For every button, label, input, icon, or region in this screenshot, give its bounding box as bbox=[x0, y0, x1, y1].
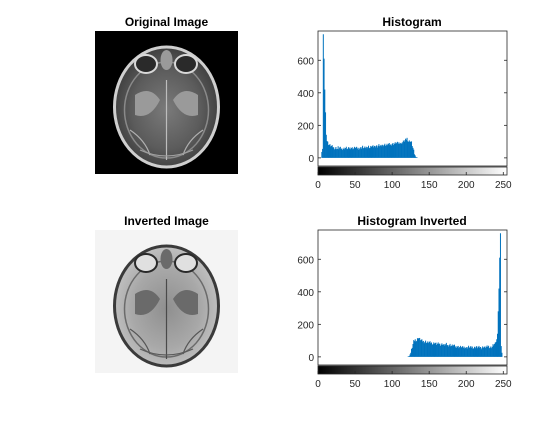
grayscale-colorbar bbox=[318, 366, 507, 374]
panel-title-histogram: Histogram bbox=[382, 15, 441, 29]
x-tick-label: 150 bbox=[421, 379, 438, 390]
original-mri-image bbox=[95, 31, 238, 174]
x-tick-label: 0 bbox=[315, 379, 321, 390]
y-tick-label: 400 bbox=[297, 288, 314, 299]
x-tick-label: 200 bbox=[458, 180, 475, 191]
x-tick-label: 250 bbox=[495, 180, 512, 191]
y-tick-label: 0 bbox=[308, 353, 314, 364]
x-tick-label: 0 bbox=[315, 180, 321, 191]
panel-title-histogram-inverted: Histogram Inverted bbox=[357, 214, 466, 228]
histogram-original: 0 200 400 600 0 50 100 150 200 250 bbox=[297, 31, 512, 191]
x-tick-label: 50 bbox=[349, 379, 361, 390]
x-tick-label: 150 bbox=[421, 180, 438, 191]
histogram-bar bbox=[500, 233, 501, 357]
y-tick-label: 200 bbox=[297, 320, 314, 331]
inverted-brain-shape bbox=[115, 246, 219, 366]
axes-box bbox=[318, 230, 507, 365]
y-tick-label: 400 bbox=[297, 89, 314, 100]
grayscale-colorbar bbox=[318, 167, 507, 175]
panel-title-inverted-image: Inverted Image bbox=[124, 214, 209, 228]
axes-box bbox=[318, 31, 507, 166]
x-tick-label: 250 bbox=[495, 379, 512, 390]
histogram-inverted: 0 200 400 600 0 50 100 150 200 250 bbox=[297, 230, 512, 390]
y-tick-label: 0 bbox=[308, 154, 314, 165]
histogram-bar bbox=[501, 353, 502, 357]
x-tick-label: 50 bbox=[349, 180, 361, 191]
inverted-mri-image bbox=[95, 230, 238, 373]
y-tick-label: 200 bbox=[297, 121, 314, 132]
y-tick-label: 600 bbox=[297, 255, 314, 266]
x-tick-label: 100 bbox=[384, 180, 401, 191]
y-tick-label: 600 bbox=[297, 56, 314, 67]
original-brain-shape bbox=[115, 47, 219, 167]
x-tick-label: 200 bbox=[458, 379, 475, 390]
x-tick-label: 100 bbox=[384, 379, 401, 390]
panel-title-original-image: Original Image bbox=[125, 15, 209, 29]
